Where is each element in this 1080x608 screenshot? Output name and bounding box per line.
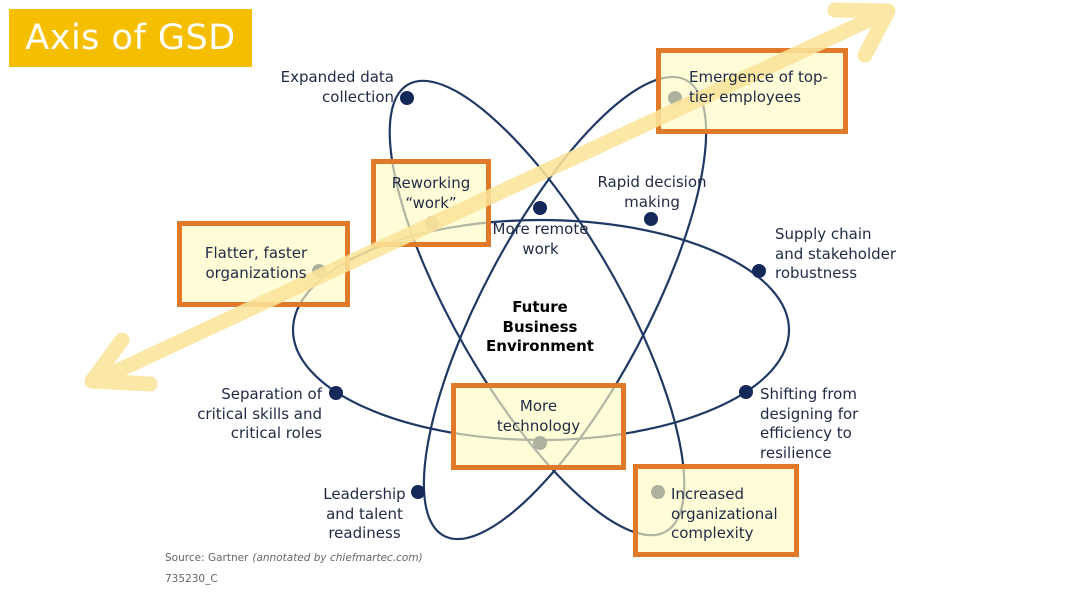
label-complexity: Increased organizational complexity <box>671 485 778 542</box>
dot-leadership <box>411 485 425 499</box>
figure-code: 735230_C <box>165 573 218 585</box>
label-technology: More technology <box>496 397 581 435</box>
source-text: Source: Gartner <box>165 552 249 564</box>
dot-separation <box>329 386 343 400</box>
dot-shifting <box>739 385 753 399</box>
highlight-technology <box>451 383 626 470</box>
dot-supply-chain <box>752 264 766 278</box>
dot-remote-work <box>533 201 547 215</box>
label-flatter: Flatter, faster organizations <box>204 244 308 282</box>
title-banner: Axis of GSD <box>9 9 252 67</box>
label-leadership: Leadership and talent readiness <box>323 485 406 542</box>
label-supply-chain: Supply chain and stakeholder robustness <box>775 225 897 282</box>
label-rapid-decision: Rapid decision making <box>597 173 707 211</box>
label-shifting: Shifting from designing for efficiency t… <box>760 385 859 462</box>
dot-rapid-decision <box>644 212 658 226</box>
label-emergence: Emergence of top- tier employees <box>689 68 828 106</box>
source-line: Source: Gartner(annotated by chiefmartec… <box>165 552 423 564</box>
label-remote-work: More remote work <box>492 220 589 258</box>
label-separation: Separation of critical skills and critic… <box>197 385 322 442</box>
dot-expanded-data <box>400 91 414 105</box>
source-annotation: (annotated by chiefmartec.com) <box>252 552 423 564</box>
label-reworking: Reworking “work” <box>391 174 471 212</box>
label-expanded-data: Expanded data collection <box>280 68 394 106</box>
center-label: Future Business Environment <box>486 298 594 355</box>
highlight-complexity <box>633 464 799 557</box>
title-text: Axis of GSD <box>25 18 236 58</box>
